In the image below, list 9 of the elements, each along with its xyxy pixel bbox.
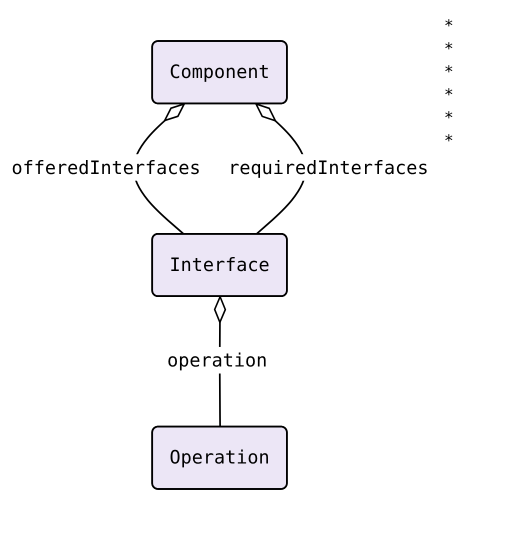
multiplicity-label: * <box>444 108 454 127</box>
edge-label: offeredInterfaces <box>12 158 201 179</box>
edge-label: operation <box>167 350 268 372</box>
multiplicity-label: * <box>444 16 454 35</box>
multiplicity-label: * <box>444 39 454 58</box>
edge-label: requiredInterfaces <box>228 158 428 179</box>
multiplicity-label: * <box>444 62 454 81</box>
multiplicity-label: * <box>444 131 454 150</box>
multiplicity-label: * <box>444 85 454 104</box>
